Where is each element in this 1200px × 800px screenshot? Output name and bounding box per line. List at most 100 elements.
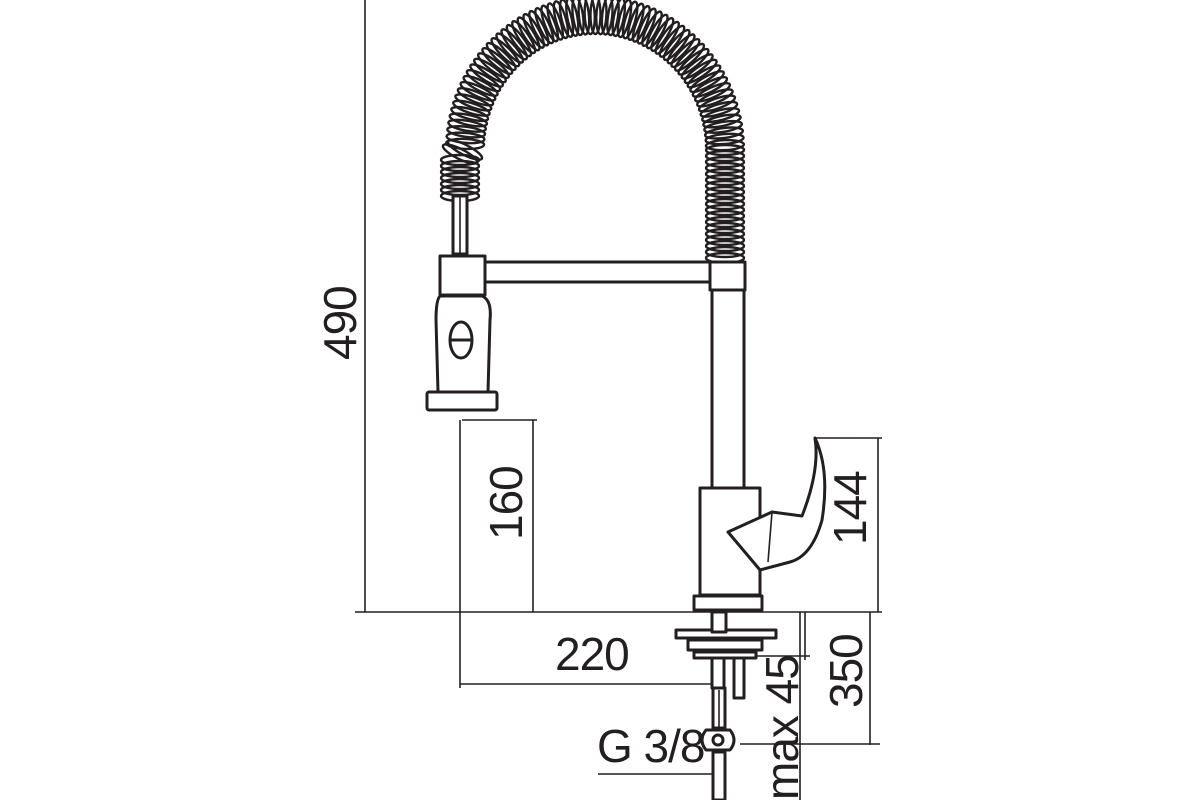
dim-max-deck: max 45 (756, 655, 808, 800)
spring-hose (439, 0, 746, 265)
spring-coil (703, 126, 745, 140)
spring-coil (670, 37, 701, 69)
spring-coil (704, 203, 746, 217)
spring-coil (704, 173, 746, 187)
spring-coil (621, 0, 639, 40)
spring-coil (500, 28, 529, 61)
dim-reach: 220 (555, 628, 629, 680)
spring-coil (595, 0, 608, 36)
spring-coil (511, 19, 537, 55)
spring-coil (469, 63, 505, 88)
spring-coil (606, 0, 620, 37)
spring-coil (700, 107, 741, 124)
spring-coil (459, 80, 497, 102)
spring-coil (704, 167, 746, 181)
spring-coil (465, 68, 502, 93)
dimension-labels: 490 160 144 220 350 max 45 G 3/8 (314, 286, 876, 800)
spring-coil (704, 245, 746, 259)
spring-coil (666, 33, 696, 65)
spring-coil (447, 118, 488, 133)
spring-coil (485, 41, 517, 72)
spring-coil (516, 16, 541, 52)
spring-coil (704, 197, 746, 211)
holder-arm (438, 254, 747, 297)
spring-coil (703, 119, 744, 134)
spring-coil (577, 0, 591, 36)
spring-coil (600, 0, 614, 36)
spring-coil (462, 74, 499, 97)
dim-total-height: 490 (314, 286, 366, 360)
spring-coil (702, 113, 742, 129)
spring-coil (444, 137, 486, 151)
spring-coil (704, 233, 746, 247)
spring-coil (689, 70, 726, 94)
spring-coil (454, 93, 493, 112)
spring-coil (658, 24, 686, 58)
spring-coil (704, 155, 746, 169)
spring-coil (583, 0, 596, 36)
spring-coil (704, 215, 746, 229)
spring-coil (631, 4, 651, 43)
spring-coil (704, 179, 746, 193)
spring-coil (528, 9, 550, 47)
spring-coil (565, 0, 580, 38)
spring-coil (490, 37, 521, 68)
spring-coil (534, 6, 555, 45)
spring-coil (691, 75, 729, 98)
spring-coil (448, 112, 489, 128)
spring-coil (704, 221, 746, 235)
spring-coil (704, 239, 746, 253)
dim-hose-length: 350 (820, 634, 872, 708)
faucet-column (692, 288, 764, 612)
spring-coil (683, 58, 718, 85)
spring-coil (522, 12, 546, 49)
spring-coil (693, 82, 732, 103)
spring-coil (636, 7, 657, 45)
spring-coil (540, 4, 560, 43)
mounting-hardware (674, 610, 778, 800)
spring-coil (704, 143, 746, 157)
spring-coil (699, 100, 739, 118)
spring-coil (452, 99, 491, 117)
dim-connection: G 3/8 (597, 720, 705, 772)
spring-coil (654, 20, 680, 55)
spring-coil (662, 28, 691, 62)
spring-coil (546, 2, 565, 41)
spring-coil (695, 88, 734, 108)
spring-coil (505, 23, 533, 58)
dim-spout-clearance: 160 (480, 466, 532, 540)
spring-coil (439, 171, 481, 185)
spring-coil (495, 32, 525, 64)
spring-coil (697, 94, 737, 113)
spring-coil (626, 2, 645, 42)
spring-coil (645, 13, 669, 50)
dim-lever-height: 144 (824, 471, 876, 545)
spring-coil (589, 0, 602, 36)
spring-coil (680, 53, 714, 80)
spring-coil (704, 191, 746, 205)
spring-coil (476, 52, 511, 80)
spring-coil (650, 16, 675, 53)
spring-coil (439, 165, 481, 179)
spring-coil (445, 131, 486, 145)
spring-coil (704, 161, 746, 175)
spring-coil (439, 177, 481, 191)
spring-coil (558, 0, 575, 39)
spring-coil (611, 0, 627, 38)
spring-coil (472, 57, 508, 84)
spring-coil (571, 0, 585, 37)
spring-coil (446, 125, 487, 139)
spring-coil (704, 149, 746, 163)
shower-head (425, 294, 499, 412)
hose-connector (451, 194, 469, 256)
lever-handle (726, 436, 827, 572)
spring-coil (677, 47, 710, 76)
spring-coil (686, 64, 722, 89)
spring-coil (481, 46, 514, 76)
spring-coil (704, 227, 746, 241)
spring-coil (616, 0, 633, 39)
spring-coil (704, 185, 746, 199)
spring-coil (641, 10, 663, 47)
spring-coil (673, 42, 706, 72)
